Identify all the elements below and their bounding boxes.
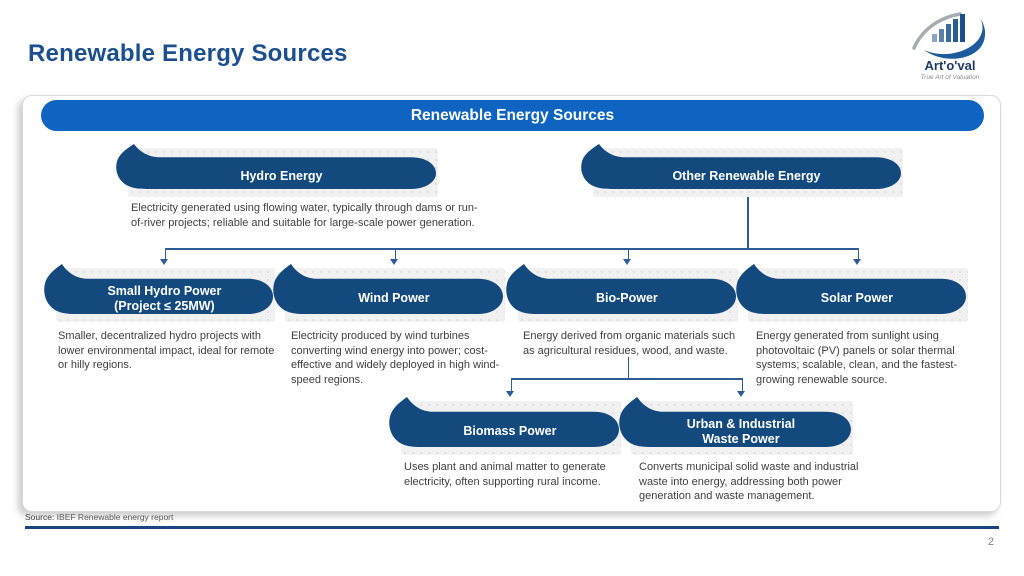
connector-line [747, 197, 749, 248]
connector-line [627, 357, 629, 378]
source-label: Source: [25, 512, 55, 522]
node-label: Hydro Energy [240, 168, 323, 183]
description-hydro-energy: Electricity generated using flowing wate… [131, 202, 478, 229]
page-title: Renewable Energy Sources [28, 40, 348, 67]
node-label: Urban & Industrial Waste Power [686, 417, 796, 446]
connector-line [164, 248, 166, 259]
description-bio-power: Energy derived from organic materials su… [523, 330, 736, 357]
connector-line [394, 248, 396, 259]
root-node-label: Renewable Energy Sources [410, 106, 615, 124]
root-node-renewable-energy-sources: Renewable Energy Sources [41, 100, 984, 131]
node-biomass-power: Biomass Power [389, 397, 621, 455]
logo-name: Art'o'val [924, 58, 976, 73]
node-label: Biomass Power [463, 424, 557, 439]
source-text: IBEF Renewable energy report [56, 512, 174, 522]
node-solar-power: Solar Power [736, 264, 968, 322]
logo-tagline: True Art of Valuation [920, 74, 980, 81]
pill-shape-icon [736, 264, 966, 314]
node-wind-power: Wind Power [273, 264, 505, 322]
description-small-hydro-power: Smaller, decentralized hydro projects wi… [58, 330, 275, 372]
connector-arrow-icon [390, 259, 398, 265]
footer-divider [25, 526, 999, 529]
connector-line [510, 378, 512, 391]
connector-line [741, 378, 743, 391]
pill-shape-icon [44, 264, 274, 314]
connector-arrow-icon [160, 259, 168, 265]
node-hydro-energy: Hydro Energy [116, 144, 438, 197]
node-label: Bio-Power [595, 291, 658, 306]
diagram-canvas: Renewable Energy Sources Hydro Energy Ot… [22, 95, 1001, 512]
node-urban-industrial-waste-power: Urban & Industrial Waste Power [619, 397, 853, 455]
node-bio-power: Bio-Power [506, 264, 738, 322]
pill-shape-icon [506, 264, 736, 314]
node-label: Wind Power [358, 291, 430, 306]
logo-chart-swoosh-icon [912, 12, 986, 59]
description-biomass-power: Uses plant and animal matter to generate… [404, 461, 606, 488]
connector-arrow-icon [853, 259, 861, 265]
connector-line [511, 378, 742, 380]
pill-shape-icon [389, 397, 619, 447]
description-wind-power: Electricity produced by wind turbines co… [291, 330, 500, 386]
node-label: Solar Power [820, 291, 894, 306]
description-solar-power: Energy generated from sunlight using pho… [756, 330, 958, 386]
connector-line [857, 248, 859, 259]
connector-arrow-icon [623, 259, 631, 265]
node-label: Small Hydro Power (Project ≤ 25MW) [107, 284, 222, 313]
pill-shape-icon [116, 144, 436, 189]
connector-line [627, 248, 629, 259]
node-other-renewable-energy: Other Renewable Energy [581, 144, 903, 197]
page-number: 2 [987, 536, 994, 548]
node-label: Other Renewable Energy [672, 168, 821, 183]
connector-line [165, 248, 859, 250]
pill-shape-icon [619, 397, 851, 447]
pill-shape-icon [581, 144, 901, 189]
pill-shape-icon [273, 264, 503, 314]
node-small-hydro-power: Small Hydro Power (Project ≤ 25MW) [44, 264, 275, 322]
connector-arrow-icon [737, 391, 745, 397]
source-note: Source: IBEF Renewable energy report [25, 512, 173, 522]
description-urban-industrial-waste-power: Converts municipal solid waste and indus… [639, 461, 859, 503]
connector-arrow-icon [506, 391, 514, 397]
artoval-logo: Art'o'val True Art of Valuation [906, 8, 994, 81]
